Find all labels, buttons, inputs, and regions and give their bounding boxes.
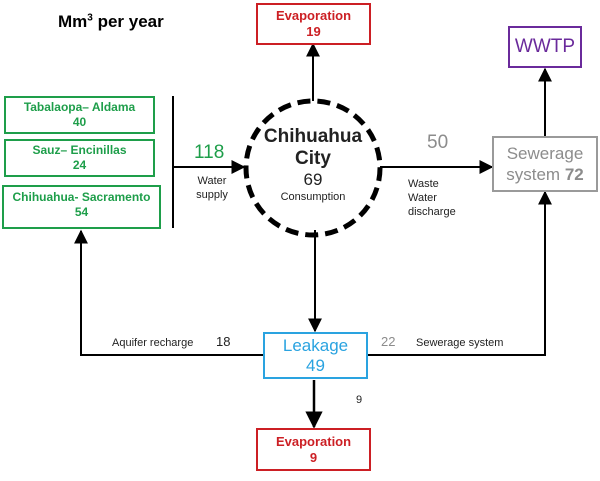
evaporation-top-label: Evaporation [275,8,352,23]
wwtp-box: WWTP [508,26,582,68]
source-name: Chihuahua- Sacramento [12,190,151,204]
source-name: Sauz– Encinillas [32,143,127,157]
sewerage-label-line2-row: system 72 [494,164,596,185]
source-box-sauz: Sauz– Encinillas 24 [4,139,155,177]
leakage-value: 49 [306,356,325,375]
leak-sewerage-arrow [368,190,552,356]
water-supply-label: Water supply [189,174,235,202]
city-label: Chihuahua City 69 Consumption [246,126,380,204]
wastewater-label-line3: discharge [408,206,456,218]
evaporation-bottom-label: Evaporation [275,434,352,449]
evaporation-top-value: 19 [306,24,321,39]
water-supply-label-line2: supply [196,189,228,201]
aquifer-recharge-value: 18 [216,334,231,349]
sewerage-label-line2: system [506,165,561,184]
water-supply-label-line1: Water [197,175,227,187]
wastewater-label-line1: Waste [408,178,439,190]
city-name-line1: Chihuahua [263,126,363,147]
source-value: 54 [74,205,89,219]
source-box-sacramento: Chihuahua- Sacramento 54 [2,185,161,229]
city-name-line2: City [295,148,331,169]
sewerage-label-line1: Sewerage [506,144,584,163]
aquifer-recharge-label: Aquifer recharge [112,337,194,349]
source-box-tabalaopa: Tabalaopa– Aldama 40 [4,96,155,134]
leakage-label: Leakage [282,336,349,355]
units-prefix: Mm [58,12,88,31]
evaporation-bottom-value: 9 [309,450,318,465]
water-supply-value: 118 [194,142,225,163]
leak-sewerage-label: Sewerage system [416,337,504,349]
source-value: 40 [72,115,87,129]
leak-evaporation-value: 9 [356,394,363,406]
city-consumption-label: Consumption [280,191,346,203]
units-suffix: per year [92,12,164,31]
city-consumption-value: 69 [303,170,323,189]
leakage-box: Leakage 49 [263,332,368,379]
source-name: Tabalaopa– Aldama [23,100,136,114]
wastewater-label-line2: Water [408,192,437,204]
evaporation-bottom-box: Evaporation 9 [256,428,371,471]
sewerage-value: 72 [564,165,584,184]
evaporation-top-box: Evaporation 19 [256,3,371,45]
units-title: Mm3 per year [58,12,164,32]
wwtp-label: WWTP [514,36,576,57]
wastewater-label: Waste Water discharge [408,177,456,219]
sewerage-box: Sewerage system 72 [492,136,598,192]
aquifer-recharge-arrow [74,229,264,356]
units-exponent: 3 [87,12,93,24]
leak-sewerage-value: 22 [381,334,396,349]
wastewater-value: 50 [427,132,449,153]
source-value: 24 [72,158,87,172]
